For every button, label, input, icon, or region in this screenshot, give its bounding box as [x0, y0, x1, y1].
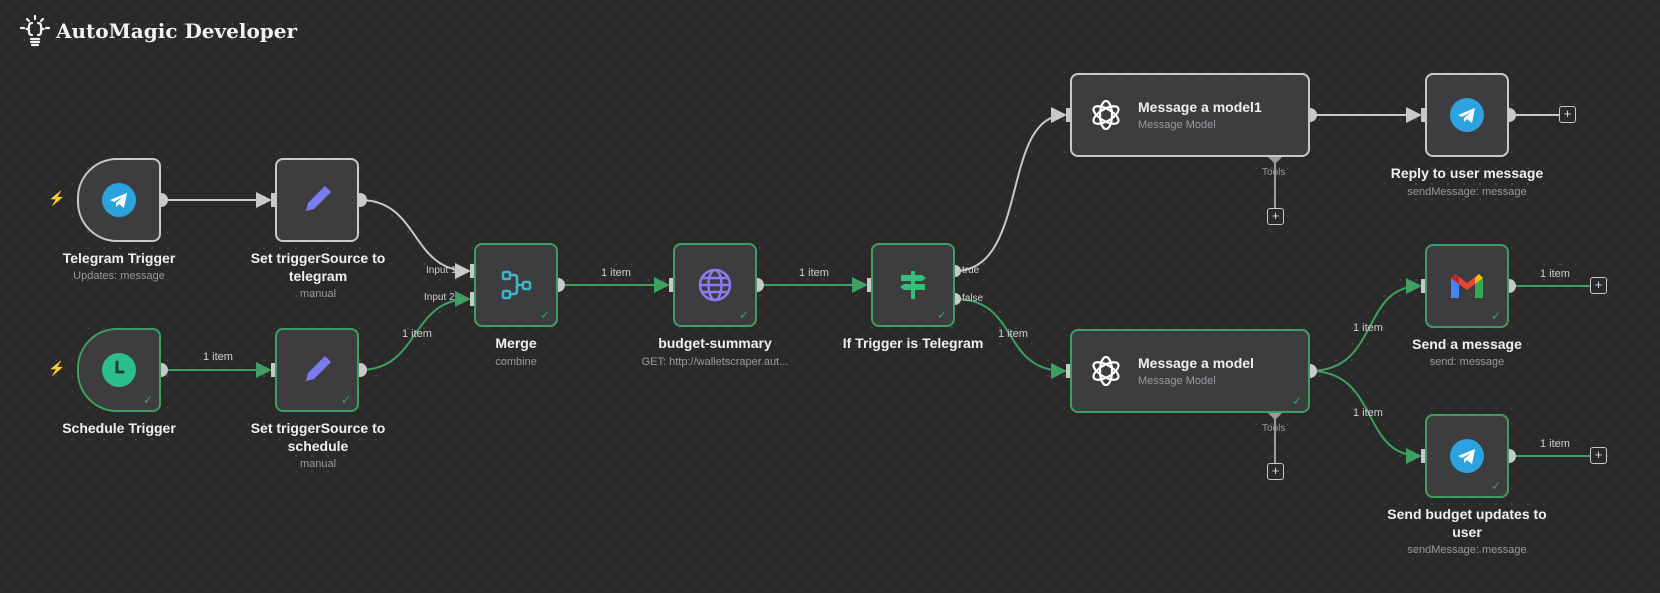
false-output-label: false: [962, 293, 984, 304]
edge-item-count: 1 item: [203, 351, 233, 363]
node-label: Telegram Trigger: [62, 250, 176, 266]
input-2-label: Input 2: [424, 292, 455, 303]
edge-item-count: 1 item: [799, 267, 829, 279]
edge-item-count: 1 item: [1353, 322, 1383, 334]
success-check-icon: ✓: [539, 308, 550, 322]
add-tool-button[interactable]: +: [1267, 208, 1284, 225]
edge-set-schedule-to-merge: [359, 291, 471, 371]
node-if-trigger-is-telegram[interactable]: ✓: [871, 243, 955, 327]
node-label: Message a model1: [1138, 99, 1262, 115]
add-node-button[interactable]: +: [1590, 277, 1607, 294]
edge-item-count: 1 item: [402, 328, 432, 340]
edge-set-telegram-to-merge: [359, 199, 471, 279]
node-subtitle: manual: [299, 288, 337, 300]
add-node-button[interactable]: +: [1559, 106, 1576, 123]
telegram-icon: [1450, 439, 1484, 473]
signpost-icon: [900, 271, 926, 299]
success-check-icon: ✓: [1490, 479, 1501, 493]
node-subtitle: sendMessage: message: [1407, 544, 1527, 556]
node-subtitle: combine: [495, 356, 537, 368]
openai-icon: [1092, 355, 1120, 387]
app-title: AutoMagic Developer: [56, 19, 298, 43]
edge-item-count: 1 item: [1540, 438, 1570, 450]
node-label: Send a message: [1412, 336, 1522, 352]
trigger-bolt-icon: ⚡: [48, 190, 66, 206]
success-check-icon: ✓: [1291, 394, 1302, 408]
gmail-icon: [1451, 274, 1483, 298]
edge-model-to-gmail: [1309, 278, 1422, 372]
node-subtitle: send: message: [1429, 356, 1505, 368]
tools-label: Tools: [1262, 167, 1286, 178]
edge-if-false-to-model: [954, 298, 1067, 379]
openai-icon: [1092, 99, 1120, 131]
node-budget-summary[interactable]: ✓: [673, 243, 757, 327]
node-label: Set triggerSource to telegram: [250, 250, 386, 284]
node-set-trigger-source-telegram[interactable]: [275, 158, 359, 242]
tools-label: Tools: [1262, 423, 1286, 434]
node-label: Send budget updates to user: [1387, 506, 1547, 540]
node-send-budget-updates[interactable]: ✓: [1425, 414, 1509, 498]
node-label: If Trigger is Telegram: [842, 335, 984, 351]
node-merge[interactable]: ✓: [474, 243, 558, 327]
node-subtitle: Message Model: [1138, 375, 1216, 387]
node-label: budget-summary: [658, 335, 772, 351]
node-set-trigger-source-schedule[interactable]: ✓: [275, 328, 359, 412]
node-label: Schedule Trigger: [62, 420, 176, 436]
edge-model-to-sendbudget: [1309, 370, 1422, 464]
success-check-icon: ✓: [738, 308, 749, 322]
node-label: Reply to user message: [1390, 165, 1544, 181]
node-subtitle: sendMessage: message: [1407, 186, 1527, 198]
input-1-label: Input 1: [426, 265, 457, 276]
telegram-icon: [1450, 98, 1484, 132]
node-reply-to-user-message[interactable]: [1425, 73, 1509, 157]
edge-if-true-to-model1: [954, 107, 1067, 272]
node-label: Merge: [495, 335, 537, 351]
node-send-a-message[interactable]: ✓: [1425, 244, 1509, 328]
globe-icon: [698, 268, 732, 302]
success-check-icon: ✓: [340, 393, 351, 407]
node-schedule-trigger[interactable]: ✓: [77, 328, 161, 412]
success-check-icon: ✓: [1490, 309, 1501, 323]
edge-item-count: 1 item: [998, 328, 1028, 340]
add-tool-button[interactable]: +: [1267, 463, 1284, 480]
app-logo: AutoMagic Developer: [18, 14, 297, 48]
pencil-icon: [306, 186, 331, 211]
lightbulb-icon: [19, 14, 51, 47]
node-telegram-trigger[interactable]: [77, 158, 161, 242]
success-check-icon: ✓: [936, 308, 947, 322]
node-subtitle: GET: http://walletscraper.aut...: [641, 356, 789, 368]
add-node-button[interactable]: +: [1590, 447, 1607, 464]
node-subtitle: Updates: message: [73, 270, 165, 282]
trigger-bolt-icon: ⚡: [48, 360, 66, 376]
edge-item-count: 1 item: [1353, 407, 1383, 419]
clock-icon: [102, 353, 136, 387]
merge-icon: [501, 270, 532, 300]
node-label: Message a model: [1138, 355, 1254, 371]
edge-item-count: 1 item: [601, 267, 631, 279]
edge-item-count: 1 item: [1540, 268, 1570, 280]
node-subtitle: Message Model: [1138, 119, 1216, 131]
node-label: Set triggerSource to schedule: [250, 420, 386, 454]
telegram-icon: [102, 183, 136, 217]
node-subtitle: manual: [299, 458, 337, 470]
true-output-label: true: [962, 265, 980, 276]
pencil-icon: [306, 356, 331, 381]
success-check-icon: ✓: [142, 393, 153, 407]
